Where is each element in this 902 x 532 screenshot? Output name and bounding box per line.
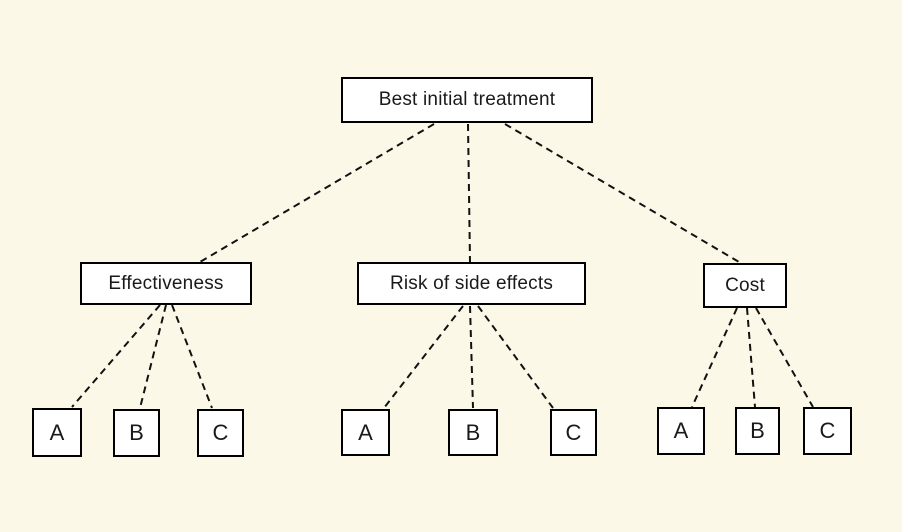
edge-effectiveness-c (171, 304, 213, 409)
node-cost-option-b: B (735, 407, 780, 455)
edge-risk-c (477, 305, 554, 409)
node-best-initial-treatment: Best initial treatment (341, 77, 593, 123)
node-effectiveness-option-c: C (197, 409, 244, 457)
node-cost: Cost (703, 263, 787, 308)
edge-risk-b (469, 305, 474, 409)
node-effectiveness: Effectiveness (80, 262, 252, 305)
node-risk-of-side-effects: Risk of side effects (357, 262, 586, 305)
node-risk-option-a: A (341, 409, 390, 456)
edge-cost-c (755, 307, 814, 408)
edge-risk-a (383, 305, 464, 409)
node-risk-option-b: B (448, 409, 498, 456)
node-effectiveness-option-a: A (32, 408, 82, 457)
node-effectiveness-option-b: B (113, 409, 160, 457)
node-risk-option-c: C (550, 409, 597, 456)
edge-cost-b (746, 307, 756, 408)
edge-root-risk (467, 123, 471, 263)
edge-root-cost (504, 123, 740, 263)
edge-root-effectiveness (199, 123, 435, 263)
node-cost-option-a: A (657, 407, 705, 455)
node-cost-option-c: C (803, 407, 852, 455)
edge-cost-a (691, 307, 738, 408)
edge-effectiveness-a (71, 304, 161, 408)
edge-effectiveness-b (139, 304, 167, 409)
